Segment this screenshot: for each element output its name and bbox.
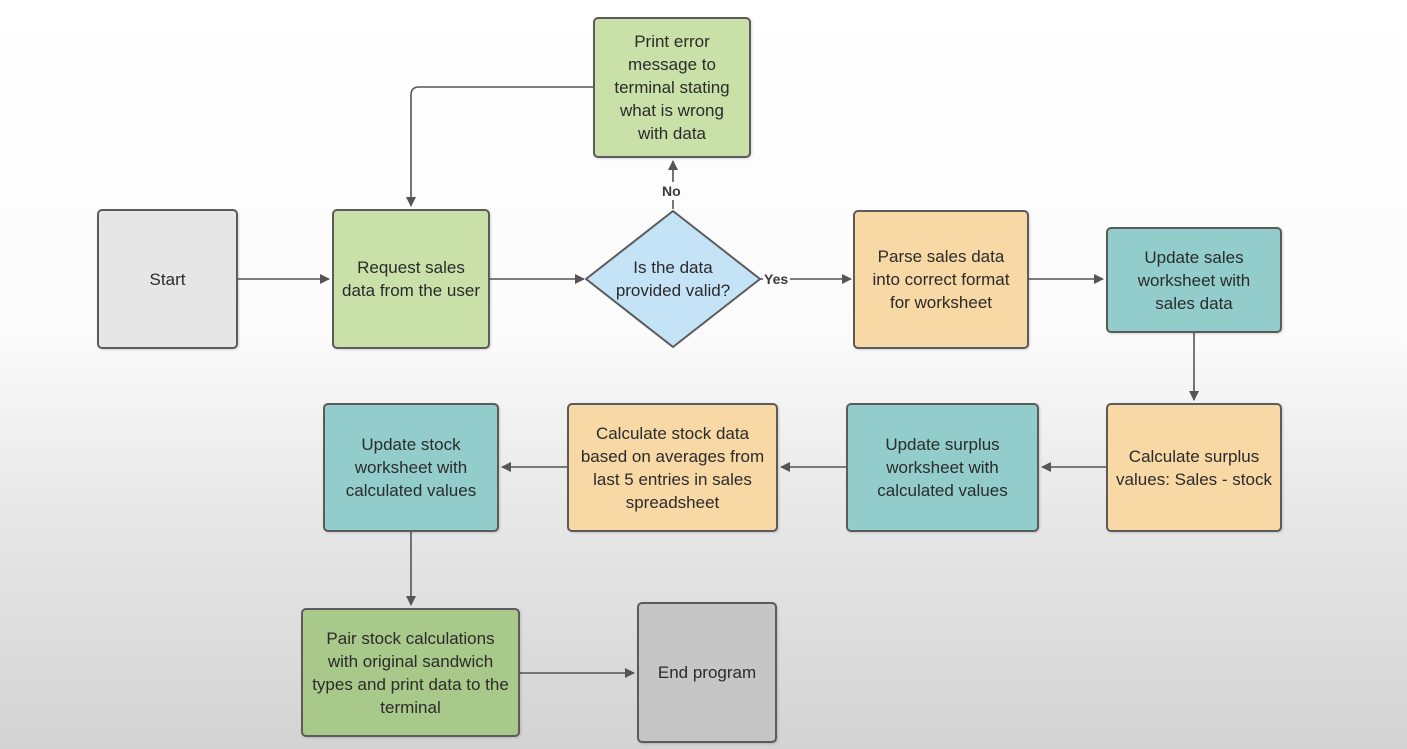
connector-error-to-request bbox=[406, 86, 593, 207]
calculate-surplus-node: Calculate surplus values: Sales - stock bbox=[1106, 403, 1282, 532]
end-program-label: End program bbox=[657, 663, 757, 682]
update-stock-worksheet-label: Update stock worksheet with calculated v… bbox=[345, 435, 477, 500]
parse-sales-data-label: Parse sales data into correct format for… bbox=[872, 247, 1010, 312]
end-program-node: End program bbox=[637, 602, 777, 743]
start-node: Start bbox=[97, 209, 238, 349]
start-label: Start bbox=[149, 269, 186, 289]
print-error-node: Print error message to terminal stating … bbox=[593, 17, 751, 158]
parse-sales-data-node: Parse sales data into correct format for… bbox=[853, 210, 1029, 349]
calculate-surplus-label: Calculate surplus values: Sales - stock bbox=[1116, 446, 1272, 489]
update-sales-worksheet-label: Update sales worksheet with sales data bbox=[1137, 247, 1251, 313]
decision-label: Is the data provided valid? bbox=[615, 258, 731, 300]
calculate-stock-node: Calculate stock data based on averages f… bbox=[567, 403, 778, 532]
pair-stock-calculations-label: Pair stock calculations with original sa… bbox=[312, 628, 509, 717]
update-stock-worksheet-node: Update stock worksheet with calculated v… bbox=[323, 403, 499, 532]
update-surplus-worksheet-label: Update surplus worksheet with calculated… bbox=[877, 435, 1008, 500]
decision-diamond bbox=[585, 210, 761, 348]
request-sales-data-label: Request sales data from the user bbox=[342, 258, 480, 300]
edge-label-yes: Yes bbox=[764, 271, 789, 287]
request-sales-data-node: Request sales data from the user bbox=[332, 209, 490, 349]
calculate-stock-label: Calculate stock data based on averages f… bbox=[580, 423, 765, 512]
print-error-label: Print error message to terminal stating … bbox=[614, 32, 730, 143]
update-surplus-worksheet-node: Update surplus worksheet with calculated… bbox=[846, 403, 1039, 532]
update-sales-worksheet-node: Update sales worksheet with sales data bbox=[1106, 227, 1282, 333]
edge-label-no: No bbox=[662, 183, 681, 199]
pair-stock-calculations-node: Pair stock calculations with original sa… bbox=[301, 608, 520, 737]
